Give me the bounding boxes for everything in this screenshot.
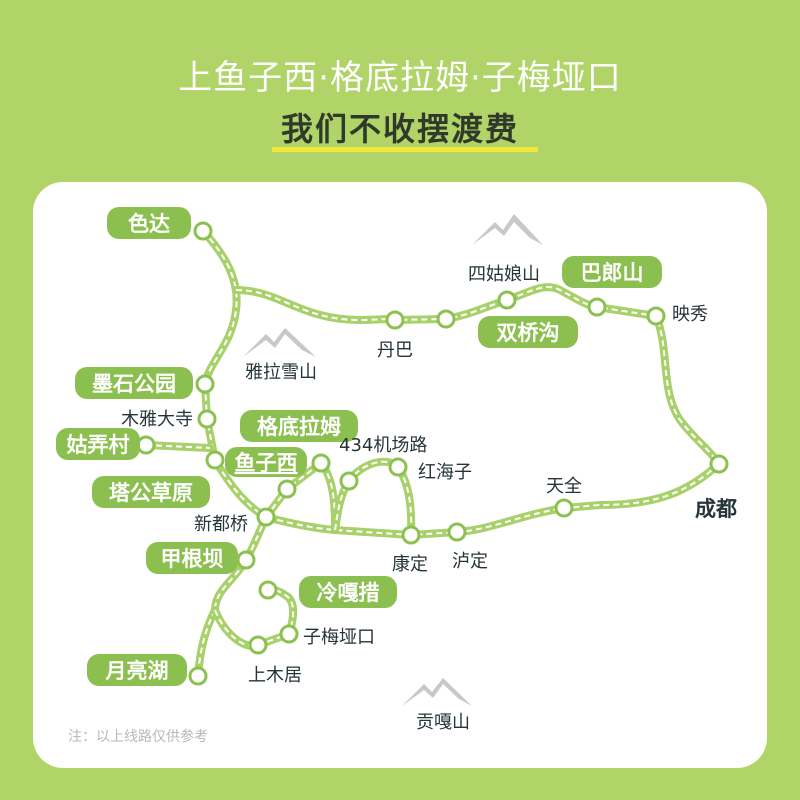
- station-gunong[interactable]: [136, 435, 156, 455]
- station-muya[interactable]: [197, 409, 217, 429]
- station-airport[interactable]: [339, 471, 359, 491]
- route-north-dash: [235, 286, 720, 465]
- tag-gedilamu[interactable]: 格底拉姆: [257, 415, 341, 439]
- label-danba: 丹巴: [377, 340, 413, 361]
- label-luding: 泸定: [452, 551, 488, 572]
- mountain-icon: [402, 678, 472, 706]
- tag-yueliang[interactable]: 月亮湖: [105, 659, 169, 683]
- page-title: 上鱼子西·格底拉姆·子梅垭口: [178, 58, 622, 98]
- label-sigu: 四姑娘山: [468, 264, 540, 285]
- station-gedilamu[interactable]: [311, 453, 331, 473]
- route-gedilamu-dash: [265, 461, 336, 531]
- disclaimer-note: 注：以上线路仅供参考: [68, 728, 208, 745]
- station-xindu[interactable]: [256, 507, 276, 527]
- station-sigu[interactable]: [497, 290, 517, 310]
- station-moshi[interactable]: [195, 374, 215, 394]
- station-yingxiu[interactable]: [646, 306, 666, 326]
- label-chengdu: 成都: [695, 497, 737, 521]
- tag-lenggacuo[interactable]: 冷嘎措: [317, 581, 380, 605]
- route-airport-dash: [334, 460, 413, 536]
- station-honghaizi[interactable]: [388, 457, 408, 477]
- label-shangmuju: 上木居: [248, 665, 302, 686]
- route-gunong-dash: [145, 444, 211, 449]
- mountain-icon: [472, 214, 543, 245]
- label-honghaizi: 红海子: [418, 462, 472, 483]
- station-tagong[interactable]: [277, 479, 297, 499]
- label-yingxiu: 映秀: [672, 304, 708, 325]
- station-shuangqiao[interactable]: [436, 309, 456, 329]
- station-shangmuju[interactable]: [248, 635, 268, 655]
- tag-shuangqiao[interactable]: 双桥沟: [497, 321, 560, 345]
- station-jiagenba[interactable]: [236, 550, 256, 570]
- station-chengdu[interactable]: [709, 454, 729, 474]
- station-tianquan[interactable]: [554, 498, 574, 518]
- route-jiagen-dash: [214, 516, 267, 611]
- station-zimei[interactable]: [279, 624, 299, 644]
- tag-tagong[interactable]: 塔公草原: [109, 481, 193, 505]
- tag-jiagenba[interactable]: 甲根坝: [161, 547, 224, 571]
- route-south-dash: [265, 463, 720, 537]
- label-zimei: 子梅垭口: [303, 627, 375, 648]
- station-seda[interactable]: [193, 221, 213, 241]
- mountain-icon: [243, 328, 316, 357]
- station-luding[interactable]: [447, 522, 467, 542]
- stations: [136, 221, 729, 686]
- station-balang[interactable]: [587, 297, 607, 317]
- label-kangding: 康定: [392, 554, 428, 575]
- label-xindu: 新都桥: [194, 514, 248, 535]
- label-yala: 雅拉雪山: [245, 362, 317, 383]
- route-seda-xindu-dash: [202, 230, 267, 518]
- label-gongga: 贡嘎山: [416, 712, 470, 733]
- station-lenggacuo[interactable]: [258, 580, 278, 600]
- station-danba[interactable]: [385, 310, 405, 330]
- place-labels: 木雅大寺 新都桥 丹巴 四姑娘山 映秀 成都 天全 泸定 康定 434机场路 红…: [68, 264, 737, 745]
- tag-balang[interactable]: 巴郎山: [581, 261, 644, 285]
- label-airport: 434机场路: [339, 435, 427, 456]
- tag-moshi[interactable]: 墨石公园: [92, 372, 176, 396]
- station-kangding[interactable]: [401, 525, 421, 545]
- subtitle-underline: [272, 147, 538, 152]
- label-tianquan: 天全: [546, 476, 582, 497]
- station-yueliang[interactable]: [188, 666, 208, 686]
- page-subtitle: 我们不收摆渡费: [280, 110, 519, 148]
- mountain-icons: [243, 214, 543, 706]
- tag-yuzixi[interactable]: 鱼子西: [235, 451, 298, 475]
- tag-seda[interactable]: 色达: [128, 212, 170, 236]
- tags: 色达 墨石公园 姑弄村 格底拉姆 鱼子西 塔公草原 甲根坝 冷嘎措 月亮湖 巴郎…: [56, 207, 662, 686]
- tag-gunong[interactable]: 姑弄村: [67, 433, 130, 457]
- route-yueliang: [194, 606, 219, 680]
- station-yuzixi[interactable]: [205, 450, 225, 470]
- label-muya: 木雅大寺: [121, 409, 193, 430]
